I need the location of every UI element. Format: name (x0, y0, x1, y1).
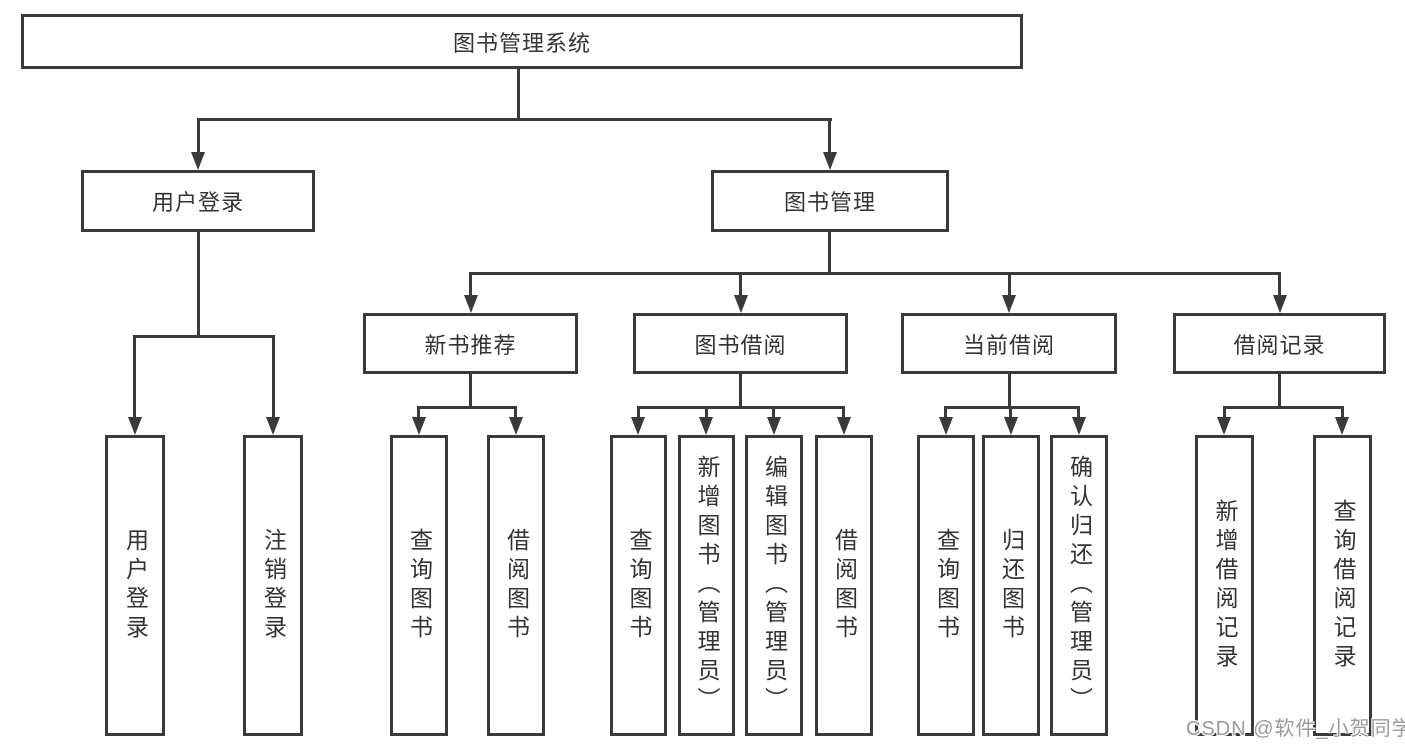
connector-arrowhead (412, 417, 426, 435)
node-label: 借阅图书 (503, 527, 530, 644)
node-label: 新增图书（管理员） (694, 455, 720, 716)
node-label: 新书推荐 (424, 332, 517, 358)
node-label: 新增借阅记录 (1212, 498, 1238, 673)
node-label: 借阅图书 (831, 527, 858, 644)
connector-line (1009, 406, 1012, 420)
connector-line (417, 406, 517, 409)
connector-line (1223, 406, 1343, 409)
connector-line (469, 272, 1281, 275)
connector-line (133, 335, 275, 338)
connector-line (469, 272, 472, 297)
connector-line (1077, 406, 1080, 420)
connector-line (772, 406, 775, 420)
node-label: 图书管理系统 (452, 30, 591, 56)
connector-line (1341, 406, 1344, 420)
connector-line (637, 406, 640, 420)
leaf-user-login: 用户登录 (105, 435, 165, 736)
connector-line (1278, 272, 1281, 297)
connector-arrowhead (1004, 417, 1018, 435)
connector-line (133, 335, 136, 419)
node-label: 确认归还（管理员） (1066, 455, 1093, 716)
connector-arrowhead (699, 417, 713, 435)
node-user-login: 用户登录 (81, 170, 315, 232)
connector-arrowhead (767, 417, 781, 435)
connector-arrowhead (1273, 295, 1287, 313)
connector-arrowhead (939, 417, 953, 435)
connector-line (272, 335, 275, 419)
node-library-system: 图书管理系统 (21, 14, 1023, 69)
connector-line (1008, 374, 1011, 406)
leaf-edit-books-admin: 编辑图书（管理员） (745, 435, 803, 736)
node-label: 借阅记录 (1233, 332, 1326, 358)
connector-line (739, 272, 742, 297)
connector-line (944, 406, 947, 420)
connector-line (197, 118, 832, 121)
connector-arrowhead (631, 417, 645, 435)
leaf-add-borrow-record: 新增借阅记录 (1195, 435, 1254, 736)
connector-line (705, 406, 708, 420)
leaf-query-borrow-record: 查询借阅记录 (1313, 435, 1372, 736)
node-label: 图书管理 (783, 190, 876, 215)
connector-arrowhead (191, 152, 205, 170)
connector-arrowhead (1072, 417, 1086, 435)
node-current-borrowing: 当前借阅 (901, 313, 1117, 374)
connector-line (842, 406, 845, 420)
leaf-logout: 注销登录 (243, 435, 303, 736)
connector-line (828, 118, 831, 154)
node-label: 编辑图书（管理员） (761, 455, 788, 716)
connector-line (517, 69, 520, 118)
node-label: 用户登录 (151, 190, 244, 215)
node-borrowing-records: 借阅记录 (1173, 313, 1386, 374)
connector-line (417, 406, 420, 420)
leaf-borrow-books: 借阅图书 (815, 435, 873, 736)
node-label: 注销登录 (260, 527, 287, 644)
connector-arrowhead (837, 417, 851, 435)
node-label: 当前借阅 (962, 332, 1055, 358)
node-label: 归还图书 (998, 527, 1025, 644)
node-book-management: 图书管理 (711, 170, 949, 232)
node-new-book-recommend: 新书推荐 (363, 313, 578, 374)
connector-arrowhead (128, 417, 142, 435)
connector-line (944, 406, 1080, 409)
connector-arrowhead (1335, 417, 1349, 435)
csdn-watermark: CSDN @软件_小贺同学 (1186, 718, 1405, 740)
connector-arrowhead (734, 295, 748, 313)
leaf-query-books-current: 查询图书 (917, 435, 975, 736)
node-book-borrowing: 图书借阅 (633, 313, 848, 374)
node-label: 用户登录 (122, 527, 149, 644)
connector-arrowhead (464, 295, 478, 313)
connector-arrowhead (823, 152, 837, 170)
connector-line (739, 374, 742, 406)
leaf-return-books: 归还图书 (982, 435, 1040, 736)
connector-line (197, 118, 200, 154)
connector-arrowhead (1002, 295, 1016, 313)
connector-line (637, 406, 844, 409)
leaf-borrow-books-recommend: 借阅图书 (487, 435, 545, 736)
leaf-add-books-admin: 新增图书（管理员） (678, 435, 735, 736)
node-label: 查询图书 (626, 527, 652, 644)
node-label: 查询图书 (933, 527, 960, 644)
connector-line (828, 232, 831, 272)
connector-line (1223, 406, 1226, 420)
connector-arrowhead (1217, 417, 1231, 435)
connector-arrowhead (266, 417, 280, 435)
connector-arrowhead (509, 417, 523, 435)
leaf-confirm-return-admin: 确认归还（管理员） (1050, 435, 1108, 736)
connector-line (514, 406, 517, 420)
connector-line (1278, 374, 1281, 406)
leaf-query-books-borrow: 查询图书 (610, 435, 667, 736)
connector-line (1008, 272, 1011, 297)
connector-line (469, 374, 472, 406)
node-label: 图书借阅 (694, 332, 787, 358)
node-label: 查询借阅记录 (1330, 498, 1356, 673)
connector-line (197, 232, 200, 335)
leaf-query-books-recommend: 查询图书 (390, 435, 448, 736)
node-label: 查询图书 (406, 527, 433, 644)
